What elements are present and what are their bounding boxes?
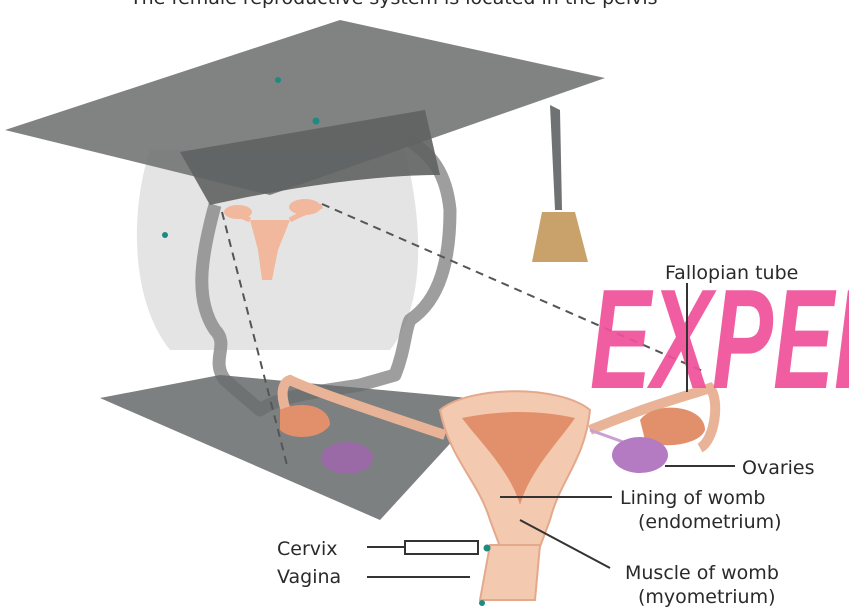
- top-caption: The female reproductive system is locate…: [129, 0, 658, 9]
- label-endometrium: (endometrium): [638, 511, 782, 533]
- ovary-left: [321, 442, 373, 474]
- label-cervix: Cervix: [277, 538, 338, 560]
- label-vagina: Vagina: [277, 566, 341, 588]
- label-lining-of-womb: Lining of womb: [620, 487, 765, 509]
- cervix-bracket: [367, 541, 478, 554]
- label-fallopian-tube: Fallopian tube: [665, 262, 798, 284]
- tassel-icon: [532, 212, 588, 262]
- label-myometrium: (myometrium): [638, 586, 776, 608]
- label-ovaries: Ovaries: [742, 457, 815, 479]
- ovary-right: [612, 437, 668, 473]
- graduation-cap-bottom: [100, 375, 490, 520]
- tassel-cord: [550, 105, 562, 210]
- label-muscle-of-womb: Muscle of womb: [625, 562, 779, 584]
